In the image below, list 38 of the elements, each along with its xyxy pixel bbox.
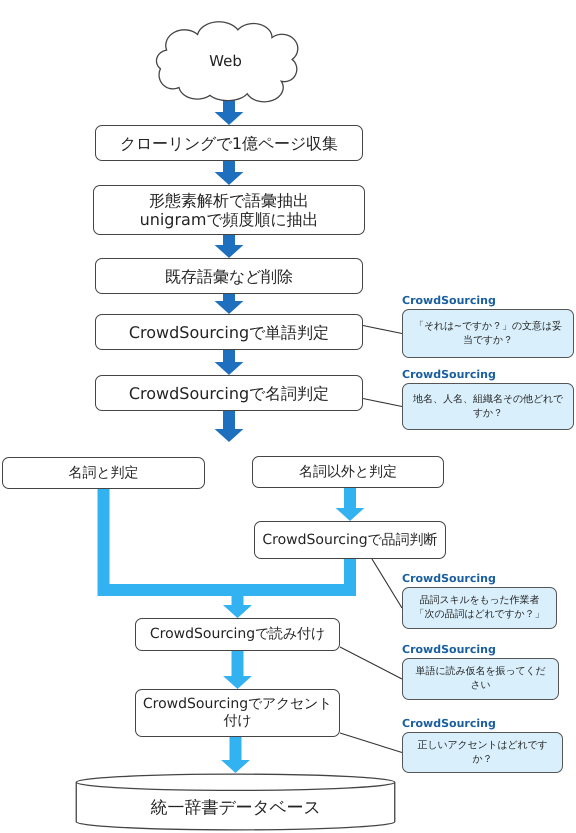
box-text: 形態素解析で語彙抽出 xyxy=(149,191,309,210)
process-box: CrowdSourcingで読み付け xyxy=(135,618,340,651)
callout-heading: CrowdSourcing xyxy=(402,643,496,656)
arrow xyxy=(214,161,244,185)
leader-line xyxy=(362,324,402,334)
leader-line xyxy=(362,398,402,408)
speech-bubble: 品詞スキルをもった作業者「次の品詞はどれですか？」 xyxy=(402,587,557,629)
process-box: CrowdSourcingで名詞判定 xyxy=(95,375,363,411)
database-cylinder: 統一辞書データベース xyxy=(73,773,398,831)
process-box: CrowdSourcingで品詞判断 xyxy=(254,521,446,559)
arrow xyxy=(221,737,250,773)
box-text: unigramで頻度順に抽出 xyxy=(140,210,318,229)
process-box: 既存語彙など削除 xyxy=(95,258,363,294)
leader-line xyxy=(340,646,402,680)
arrow xyxy=(214,350,244,375)
speech-bubble: 「それは~ですか？」の文意は妥当ですか？ xyxy=(402,309,574,358)
arrow xyxy=(223,651,252,689)
callout-heading: CrowdSourcing xyxy=(402,294,496,307)
arrow xyxy=(223,559,356,618)
process-box xyxy=(93,185,365,235)
callout-heading: CrowdSourcing xyxy=(402,368,496,381)
process-box: 名詞と判定 xyxy=(2,457,205,489)
speech-bubble: 単語に読み仮名を振ってください xyxy=(402,658,559,700)
process-box: 名詞以外と判定 xyxy=(252,456,444,488)
arrow xyxy=(214,294,244,314)
callout-heading: CrowdSourcing xyxy=(402,717,496,730)
process-box: CrowdSourcingでアクセント付け xyxy=(135,689,340,737)
arrow xyxy=(214,411,244,442)
arrow xyxy=(336,488,364,521)
leader-line xyxy=(372,558,402,608)
arrow xyxy=(214,100,244,125)
callout-heading: CrowdSourcing xyxy=(402,572,496,585)
speech-bubble: 正しいアクセントはどれですか？ xyxy=(402,732,563,773)
process-box: クローリングで1億ページ収集 xyxy=(95,125,363,161)
leader-line xyxy=(340,732,402,754)
speech-bubble: 地名、人名、組織名その他どれですか？ xyxy=(402,383,574,430)
arrow xyxy=(214,235,244,258)
process-box: CrowdSourcingで単語判定 xyxy=(95,314,363,350)
